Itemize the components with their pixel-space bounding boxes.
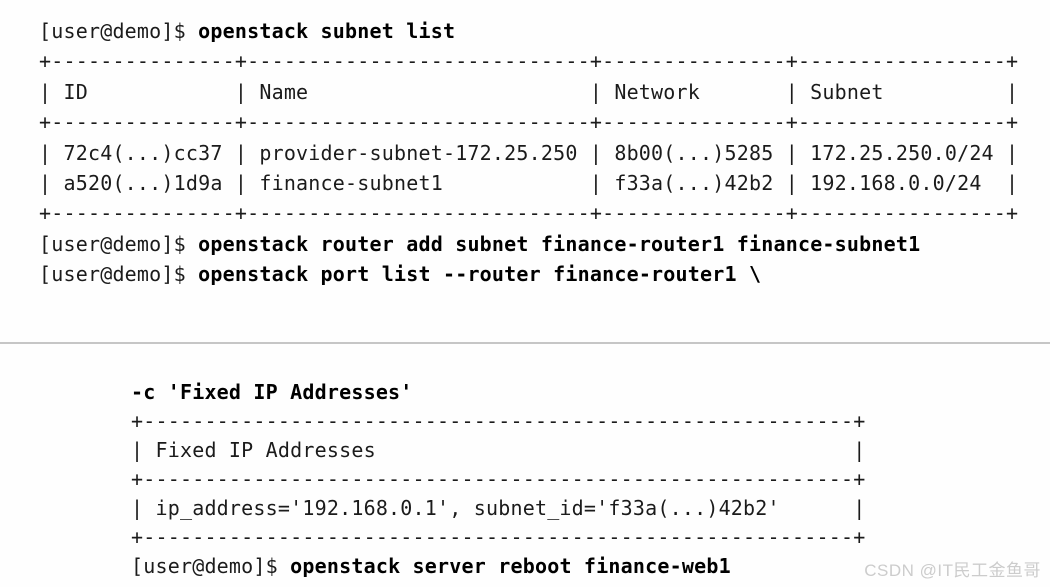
terminal-session-bottom: -c 'Fixed IP Addresses' +---------------…	[131, 378, 865, 581]
command-text: openstack port list --router finance-rou…	[198, 262, 762, 287]
command-text: openstack server reboot finance-web1	[290, 554, 731, 578]
terminal-session-top: [user@demo]$ openstack subnet list +----…	[39, 16, 1018, 290]
csdn-watermark: CSDN @IT民工金鱼哥	[864, 561, 1041, 580]
fixed-ip-table-row: | ip_address='192.168.0.1', subnet_id='f…	[131, 496, 866, 520]
command-text: -c 'Fixed IP Addresses'	[131, 380, 413, 404]
page-divider-line	[0, 342, 1050, 344]
command-line-port-list: [user@demo]$ openstack port list --route…	[39, 259, 1018, 289]
command-line-server-reboot: [user@demo]$ openstack server reboot fin…	[131, 552, 865, 581]
shell-prompt: [user@demo]$	[39, 231, 199, 256]
command-text: openstack router add subnet finance-rout…	[198, 231, 921, 256]
fixed-ip-table-border-bottom: +---------------------------------------…	[131, 525, 866, 549]
command-line-router-add-subnet: [user@demo]$ openstack router add subnet…	[39, 229, 1018, 259]
fixed-ip-table-border-top: +---------------------------------------…	[131, 409, 866, 433]
fixed-ip-table-border-mid: +---------------------------------------…	[131, 467, 866, 491]
shell-prompt: [user@demo]$	[39, 19, 199, 43]
command-line-subnet-list: [user@demo]$ openstack subnet list	[39, 16, 1018, 46]
command-continuation-line: -c 'Fixed IP Addresses'	[131, 378, 865, 407]
fixed-ip-table-header: | Fixed IP Addresses |	[131, 438, 866, 462]
subnet-table-border-bottom: +---------------+-----------------------…	[39, 201, 1019, 226]
subnet-table-row: | 72c4(...)cc37 | provider-subnet-172.25…	[39, 140, 1019, 165]
subnet-table-header: | ID | Name | Network | Subnet |	[39, 79, 1019, 104]
shell-prompt: [user@demo]$	[131, 554, 291, 578]
shell-prompt: [user@demo]$	[39, 262, 199, 287]
subnet-table-row: | a520(...)1d9a | finance-subnet1 | f33a…	[39, 171, 1019, 196]
command-text: openstack subnet list	[198, 19, 456, 43]
subnet-table-border-mid: +---------------+-----------------------…	[39, 110, 1019, 135]
subnet-table-border-top: +---------------+-----------------------…	[39, 49, 1019, 74]
